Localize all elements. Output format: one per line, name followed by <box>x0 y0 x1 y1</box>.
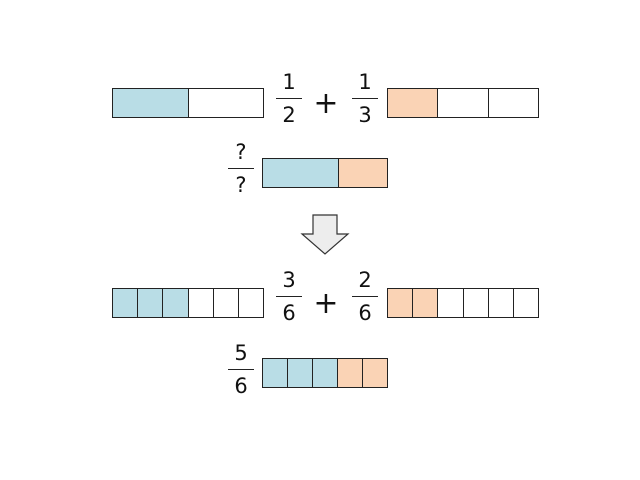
fraction-bar <box>352 98 378 99</box>
fraction-numerator: 2 <box>358 268 372 292</box>
sixth-cell-empty <box>214 289 239 317</box>
sum-bar-third-part <box>339 159 387 187</box>
fraction-denominator: 2 <box>282 103 296 127</box>
fraction-denominator: 6 <box>358 301 372 325</box>
sixth-cell-filled <box>313 359 338 387</box>
unknown-sum-bar <box>262 158 388 188</box>
plus-sign: + <box>313 86 339 121</box>
half-bar-cell-empty <box>189 89 264 117</box>
fraction-numerator: 1 <box>282 70 296 94</box>
third-bar <box>387 88 539 118</box>
fraction-unknown-sum: ? ? <box>228 140 254 197</box>
third-bar-cell-filled <box>388 89 439 117</box>
fraction-two-sixths: 2 6 <box>352 268 378 325</box>
fraction-bar <box>228 369 254 370</box>
down-arrow-icon <box>300 214 350 255</box>
fraction-bar <box>228 168 254 169</box>
five-sixths-sum-bar <box>262 358 388 388</box>
sixth-cell-empty <box>464 289 489 317</box>
third-bar-cell-empty <box>438 89 489 117</box>
fraction-denominator: ? <box>235 173 247 197</box>
plus-sign: + <box>313 286 339 321</box>
fraction-one-half: 1 2 <box>276 70 302 127</box>
third-bar-cell-empty <box>489 89 538 117</box>
sixth-cell-empty <box>489 289 514 317</box>
fraction-one-third: 1 3 <box>352 70 378 127</box>
fraction-numerator: 1 <box>358 70 372 94</box>
sixth-cell-filled <box>113 289 139 317</box>
fraction-five-sixths: 5 6 <box>228 341 254 398</box>
sixth-cell-filled <box>138 289 164 317</box>
sixth-cell-filled <box>338 359 363 387</box>
fraction-bar <box>352 296 378 297</box>
fraction-bar <box>276 98 302 99</box>
three-sixths-bar <box>112 288 264 318</box>
fraction-bar <box>276 296 302 297</box>
half-bar <box>112 88 264 118</box>
fraction-denominator: 3 <box>358 103 372 127</box>
sixth-cell-filled <box>263 359 288 387</box>
sixth-cell-filled <box>163 289 189 317</box>
fraction-numerator: 5 <box>234 341 248 365</box>
two-sixths-bar <box>387 288 539 318</box>
sixth-cell-filled <box>363 359 387 387</box>
sixth-cell-empty <box>438 289 464 317</box>
sixth-cell-empty <box>514 289 538 317</box>
fraction-numerator: ? <box>235 140 247 164</box>
sixth-cell-empty <box>189 289 214 317</box>
fraction-numerator: 3 <box>282 268 296 292</box>
fraction-denominator: 6 <box>282 301 296 325</box>
sixth-cell-filled <box>413 289 439 317</box>
half-bar-cell-filled <box>113 89 189 117</box>
sixth-cell-filled <box>288 359 313 387</box>
sum-bar-half-part <box>263 159 339 187</box>
sixth-cell-filled <box>388 289 414 317</box>
fraction-denominator: 6 <box>234 374 248 398</box>
fraction-three-sixths: 3 6 <box>276 268 302 325</box>
sixth-cell-empty <box>239 289 263 317</box>
